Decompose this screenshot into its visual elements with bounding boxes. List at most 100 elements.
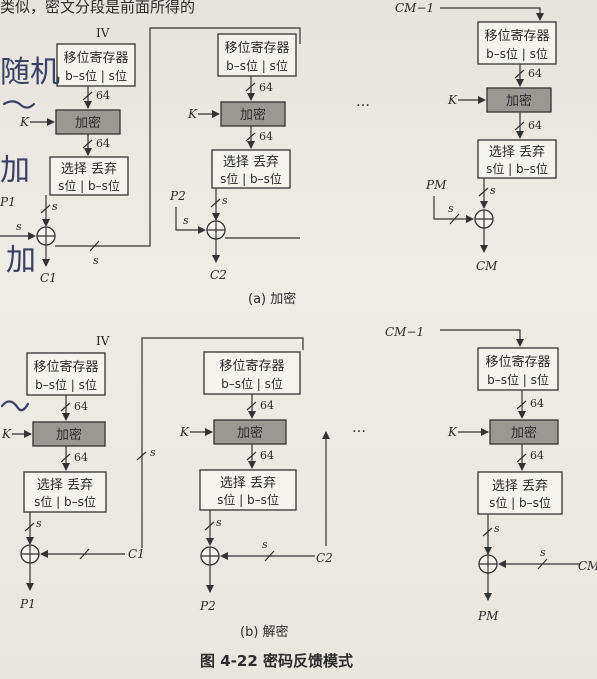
header-text: 类似，密文分段是前面所得的 [0, 0, 195, 16]
iv-label-b: IV [96, 334, 110, 348]
svg-text:选择 丢弃: 选择 丢弃 [37, 478, 93, 493]
svg-text:64: 64 [260, 449, 274, 462]
svg-text:选择 丢弃: 选择 丢弃 [492, 479, 548, 494]
select-discard-1b: 选择 丢弃 s位 | b–s位 [23, 471, 107, 513]
xor-1 [36, 226, 56, 246]
svg-text:移位寄存器: 移位寄存器 [63, 50, 128, 66]
svg-text:加密: 加密 [511, 425, 537, 441]
svg-text:s位 | b–s位: s位 | b–s位 [58, 178, 120, 193]
svg-text:K: K [1, 427, 12, 441]
key-label: K [19, 115, 30, 129]
svg-text:K: K [187, 107, 198, 121]
svg-text:s: s [16, 220, 22, 233]
ellipsis-a: … [356, 94, 370, 110]
select-discard-2b: 选择 丢弃 s位 | b–s位 [199, 469, 297, 511]
svg-text:b–s位 | s位: b–s位 | s位 [486, 46, 548, 61]
svg-text:s: s [216, 516, 222, 529]
svg-text:64: 64 [96, 137, 110, 150]
svg-text:b–s位 | s位: b–s位 | s位 [487, 372, 549, 387]
svg-text:选择 丢弃: 选择 丢弃 [489, 145, 545, 160]
svg-text:加密: 加密 [75, 115, 101, 131]
shift-register-2b: 移位寄存器 b–s位 | s位 [203, 351, 301, 395]
svg-text:64: 64 [96, 89, 110, 102]
select-discard-m: 选择 丢弃 s位 | b–s位 [477, 139, 557, 179]
svg-text:s: s [183, 214, 189, 227]
select-discard-2: 选择 丢弃 s位 | b–s位 [211, 149, 291, 189]
svg-text:64: 64 [74, 451, 88, 464]
cm1-label-a: CM−1 [395, 1, 434, 15]
encrypt-box-2: 加密 [220, 101, 286, 127]
p1-output-label: P1 [19, 597, 36, 611]
svg-text:s: s [222, 194, 228, 207]
encrypt-box-m: 加密 [486, 87, 552, 113]
shift-register-1: 移位寄存器 b–s位 | s位 [56, 43, 136, 87]
svg-text:加密: 加密 [237, 425, 263, 441]
svg-text:K: K [447, 93, 458, 107]
svg-text:s: s [262, 538, 268, 551]
xor-m [474, 209, 494, 229]
svg-text:64: 64 [530, 449, 544, 462]
xor-mb [478, 554, 498, 574]
xor-1b [20, 544, 40, 564]
cm-label: CM [476, 259, 498, 273]
cm1-label-b: CM−1 [385, 325, 424, 339]
svg-text:选择 丢弃: 选择 丢弃 [61, 162, 117, 177]
shift-register-m: 移位寄存器 b–s位 | s位 [477, 21, 557, 65]
figure-caption: 图 4-22 密码反馈模式 [200, 652, 353, 670]
select-discard-1: 选择 丢弃 s位 | b–s位 [49, 156, 129, 196]
cm-input-label: CM [578, 559, 597, 573]
svg-text:移位寄存器: 移位寄存器 [33, 359, 98, 375]
svg-text:b–s位 | s位: b–s位 | s位 [35, 377, 97, 392]
handwriting-2: 加 [0, 153, 30, 188]
svg-text:移位寄存器: 移位寄存器 [224, 40, 289, 56]
svg-text:移位寄存器: 移位寄存器 [484, 28, 549, 44]
svg-text:s: s [448, 202, 454, 215]
iv-label: IV [96, 26, 110, 40]
svg-text:64: 64 [259, 81, 273, 94]
shift-register-mb: 移位寄存器 b–s位 | s位 [477, 347, 559, 391]
xor-2b [200, 546, 220, 566]
shift-register-1b: 移位寄存器 b–s位 | s位 [26, 352, 106, 396]
encrypt-box-2b: 加密 [213, 419, 287, 445]
svg-text:64: 64 [259, 130, 273, 143]
svg-text:K: K [447, 425, 458, 439]
svg-text:移位寄存器: 移位寄存器 [485, 354, 550, 370]
encrypt-box-1: 加密 [55, 109, 121, 135]
svg-text:s位 | b–s位: s位 | b–s位 [217, 492, 279, 507]
svg-text:b–s位 | s位: b–s位 | s位 [65, 68, 127, 83]
encrypt-box-mb: 加密 [489, 419, 559, 445]
svg-text:选择 丢弃: 选择 丢弃 [220, 476, 276, 491]
svg-text:加密: 加密 [506, 93, 532, 109]
caption-decrypt: (b) 解密 [240, 624, 289, 640]
ellipsis-b: … [352, 420, 366, 436]
pm-output-label: PM [477, 609, 499, 623]
svg-text:s: s [494, 522, 500, 535]
svg-text:64: 64 [528, 67, 542, 80]
p2-label: P2 [169, 189, 186, 203]
svg-text:64: 64 [528, 119, 542, 132]
xor-2 [206, 220, 226, 240]
c1-input-label: C1 [128, 547, 145, 561]
svg-text:K: K [179, 425, 190, 439]
svg-text:s位 | b–s位: s位 | b–s位 [489, 495, 551, 510]
svg-text:b–s位 | s位: b–s位 | s位 [226, 58, 288, 73]
handwritten-annotations: 随机 加 加 [0, 55, 60, 412]
select-discard-mb: 选择 丢弃 s位 | b–s位 [477, 471, 563, 515]
c2-input-label: C2 [316, 551, 333, 565]
svg-text:加密: 加密 [56, 427, 82, 443]
caption-encrypt: (a) 加密 [248, 291, 296, 307]
svg-text:s位 | b–s位: s位 | b–s位 [34, 494, 96, 509]
p2-output-label: P2 [199, 599, 216, 613]
svg-text:64: 64 [74, 400, 88, 413]
svg-text:s: s [93, 254, 99, 267]
pm-label: PM [425, 178, 447, 192]
svg-text:64: 64 [260, 399, 274, 412]
shift-register-2: 移位寄存器 b–s位 | s位 [217, 33, 297, 77]
svg-text:s: s [540, 546, 546, 559]
c2-label: C2 [210, 268, 227, 282]
svg-text:加密: 加密 [240, 107, 266, 123]
handwriting-1: 随机 [0, 55, 60, 90]
svg-text:s位 | b–s位: s位 | b–s位 [486, 161, 548, 176]
svg-text:b–s位 | s位: b–s位 | s位 [221, 376, 283, 391]
